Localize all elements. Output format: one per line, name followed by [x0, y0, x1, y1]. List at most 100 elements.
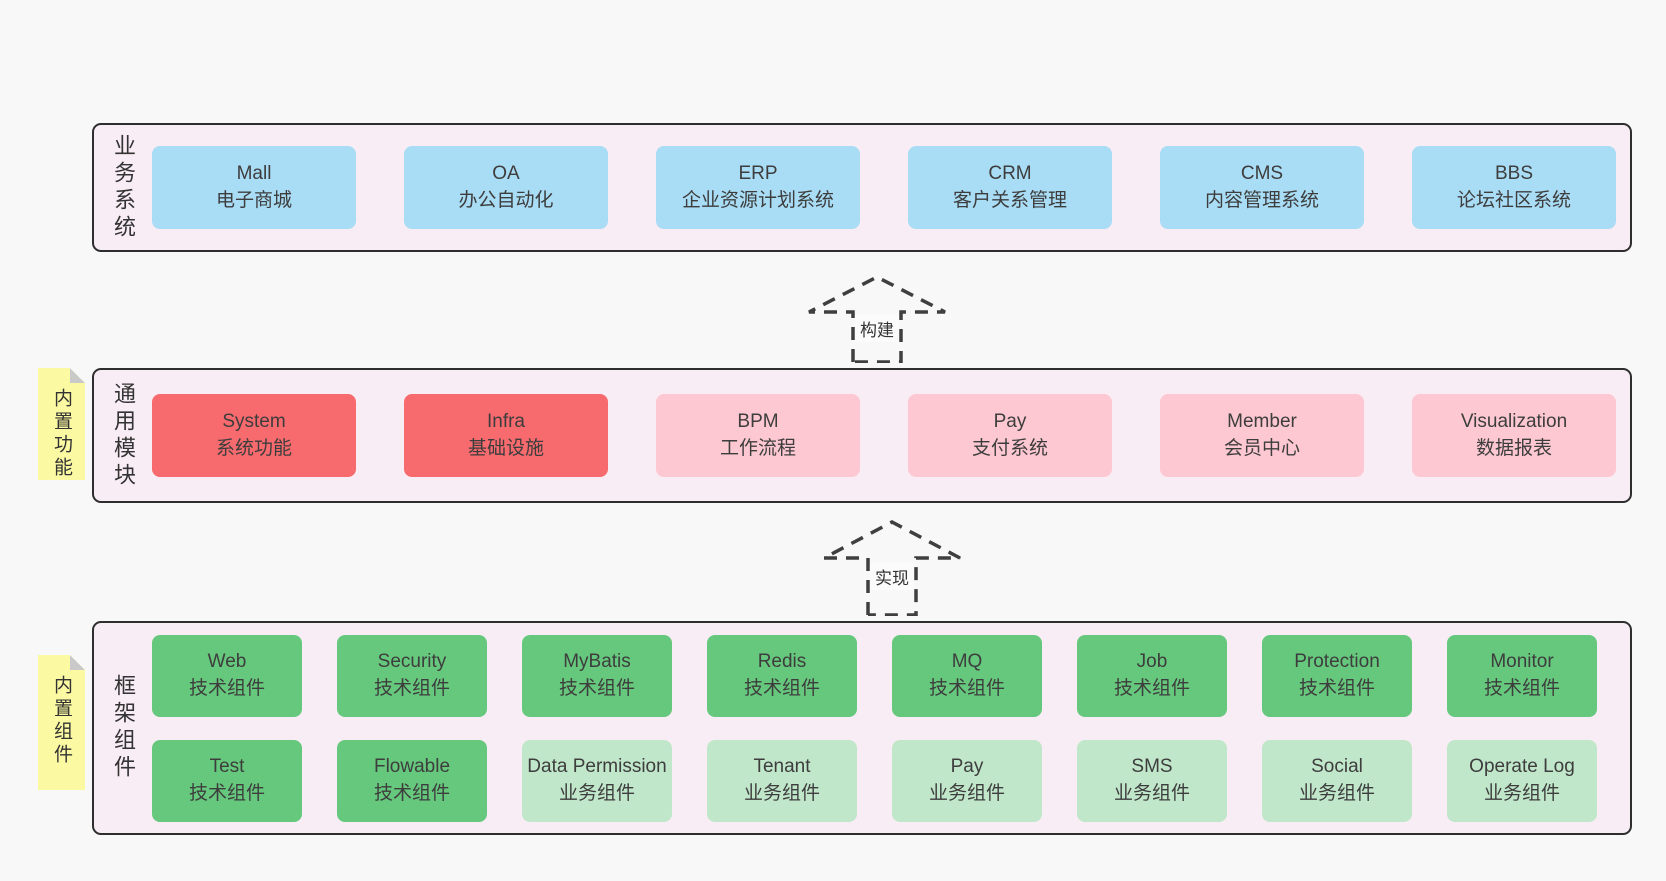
- box-subtitle: 电子商城: [215, 189, 292, 211]
- box-tenant: Tenant 业务组件: [707, 739, 857, 822]
- box-title: Flowable: [373, 755, 451, 777]
- box-mq: MQ 技术组件: [892, 634, 1042, 717]
- box-visualization: Visualization 数据报表: [1412, 394, 1616, 477]
- box-data-permission: Data Permission 业务组件: [522, 739, 672, 822]
- box-member: Member 会员中心: [1160, 394, 1364, 477]
- box-title: Infra: [486, 410, 526, 432]
- box-title: Job: [1136, 650, 1168, 672]
- box-bbs: BBS 论坛社区系统: [1412, 146, 1616, 229]
- box-title: Visualization: [1460, 410, 1568, 432]
- section-label-common-modules: 通用模块: [111, 381, 136, 490]
- box-monitor: Monitor 技术组件: [1447, 634, 1597, 717]
- box-subtitle: 基础设施: [467, 437, 544, 459]
- common-modules-panel: 通用模块 System 系统功能 Infra 基础设施 BPM 工作流程 Pay…: [92, 368, 1632, 503]
- box-subtitle: 技术组件: [188, 782, 265, 804]
- box-subtitle: 技术组件: [373, 677, 450, 699]
- box-mybatis: MyBatis 技术组件: [522, 634, 672, 717]
- box-test: Test 技术组件: [152, 739, 302, 822]
- box-subtitle: 技术组件: [743, 677, 820, 699]
- box-title: MQ: [951, 650, 983, 672]
- box-subtitle: 技术组件: [188, 677, 265, 699]
- box-subtitle: 技术组件: [1483, 677, 1560, 699]
- box-title: Pay: [993, 410, 1027, 432]
- folded-corner: [70, 368, 85, 383]
- box-pay-biz: Pay 业务组件: [892, 739, 1042, 822]
- box-subtitle: 办公自动化: [458, 189, 554, 211]
- build-arrow: 构建: [807, 275, 947, 363]
- box-system: System 系统功能: [152, 394, 356, 477]
- box-sms: SMS 业务组件: [1077, 739, 1227, 822]
- box-mall: Mall 电子商城: [152, 146, 356, 229]
- box-subtitle: 业务组件: [928, 782, 1005, 804]
- box-subtitle: 技术组件: [928, 677, 1005, 699]
- box-title: Member: [1227, 410, 1297, 432]
- box-subtitle: 客户关系管理: [952, 189, 1067, 211]
- box-erp: ERP 企业资源计划系统: [656, 146, 860, 229]
- box-subtitle: 业务组件: [1483, 782, 1560, 804]
- box-bpm: BPM 工作流程: [656, 394, 860, 477]
- framework-components-label-column: 框架组件: [94, 623, 152, 833]
- section-label-framework-components: 框架组件: [111, 674, 136, 782]
- common-modules-boxes: System 系统功能 Infra 基础设施 BPM 工作流程 Pay 支付系统…: [152, 370, 1630, 501]
- box-title: Redis: [757, 650, 807, 672]
- box-title: Protection: [1294, 650, 1380, 672]
- box-title: Mall: [236, 162, 272, 184]
- box-title: Operate Log: [1469, 755, 1575, 777]
- sticky-label-built-in-components: 内置组件: [51, 675, 72, 767]
- box-subtitle: 业务组件: [743, 782, 820, 804]
- folded-corner: [70, 655, 85, 670]
- box-cms: CMS 内容管理系统: [1160, 146, 1364, 229]
- box-subtitle: 数据报表: [1475, 437, 1552, 459]
- box-oa: OA 办公自动化: [404, 146, 608, 229]
- box-title: BBS: [1494, 162, 1534, 184]
- box-web: Web 技术组件: [152, 634, 302, 717]
- box-redis: Redis 技术组件: [707, 634, 857, 717]
- sticky-label-built-in-functions: 内置功能: [51, 388, 72, 480]
- box-subtitle: 技术组件: [1113, 677, 1190, 699]
- box-infra: Infra 基础设施: [404, 394, 608, 477]
- common-modules-label-column: 通用模块: [94, 370, 152, 501]
- box-protection: Protection 技术组件: [1262, 634, 1412, 717]
- box-title: Monitor: [1490, 650, 1554, 672]
- box-crm: CRM 客户关系管理: [908, 146, 1112, 229]
- box-title: System: [222, 410, 286, 432]
- implement-arrow-label: 实现: [870, 563, 914, 590]
- box-title: Test: [209, 755, 245, 777]
- dashed-up-arrow-icon: [808, 275, 946, 363]
- box-title: OA: [492, 162, 520, 184]
- box-title: MyBatis: [563, 650, 631, 672]
- box-title: Data Permission: [527, 755, 667, 777]
- box-subtitle: 企业资源计划系统: [681, 189, 834, 211]
- box-subtitle: 业务组件: [1113, 782, 1190, 804]
- box-title: CMS: [1240, 162, 1284, 184]
- business-systems-label-column: 业务系统: [94, 125, 152, 250]
- box-security: Security 技术组件: [337, 634, 487, 717]
- box-subtitle: 工作流程: [719, 437, 796, 459]
- box-subtitle: 技术组件: [558, 677, 635, 699]
- build-arrow-label: 构建: [855, 315, 899, 342]
- box-subtitle: 内容管理系统: [1204, 189, 1319, 211]
- box-title: Pay: [950, 755, 984, 777]
- box-flowable: Flowable 技术组件: [337, 739, 487, 822]
- box-title: Social: [1311, 755, 1363, 777]
- business-systems-boxes: Mall 电子商城 OA 办公自动化 ERP 企业资源计划系统 CRM 客户关系…: [152, 125, 1630, 250]
- box-title: Security: [377, 650, 447, 672]
- implement-arrow: 实现: [822, 520, 962, 616]
- box-pay: Pay 支付系统: [908, 394, 1112, 477]
- box-subtitle: 技术组件: [1298, 677, 1375, 699]
- box-title: CRM: [988, 162, 1032, 184]
- box-operate-log: Operate Log 业务组件: [1447, 739, 1597, 822]
- box-title: Web: [207, 650, 247, 672]
- box-social: Social 业务组件: [1262, 739, 1412, 822]
- sticky-note-built-in-functions: 内置功能: [38, 368, 85, 480]
- box-title: BPM: [737, 410, 779, 432]
- box-subtitle: 会员中心: [1223, 437, 1300, 459]
- box-subtitle: 论坛社区系统: [1456, 189, 1571, 211]
- box-subtitle: 技术组件: [373, 782, 450, 804]
- section-label-business-systems: 业务系统: [111, 133, 136, 242]
- box-subtitle: 系统功能: [215, 437, 292, 459]
- box-subtitle: 业务组件: [1298, 782, 1375, 804]
- sticky-note-built-in-components: 内置组件: [38, 655, 85, 790]
- box-title: ERP: [738, 162, 778, 184]
- box-job: Job 技术组件: [1077, 634, 1227, 717]
